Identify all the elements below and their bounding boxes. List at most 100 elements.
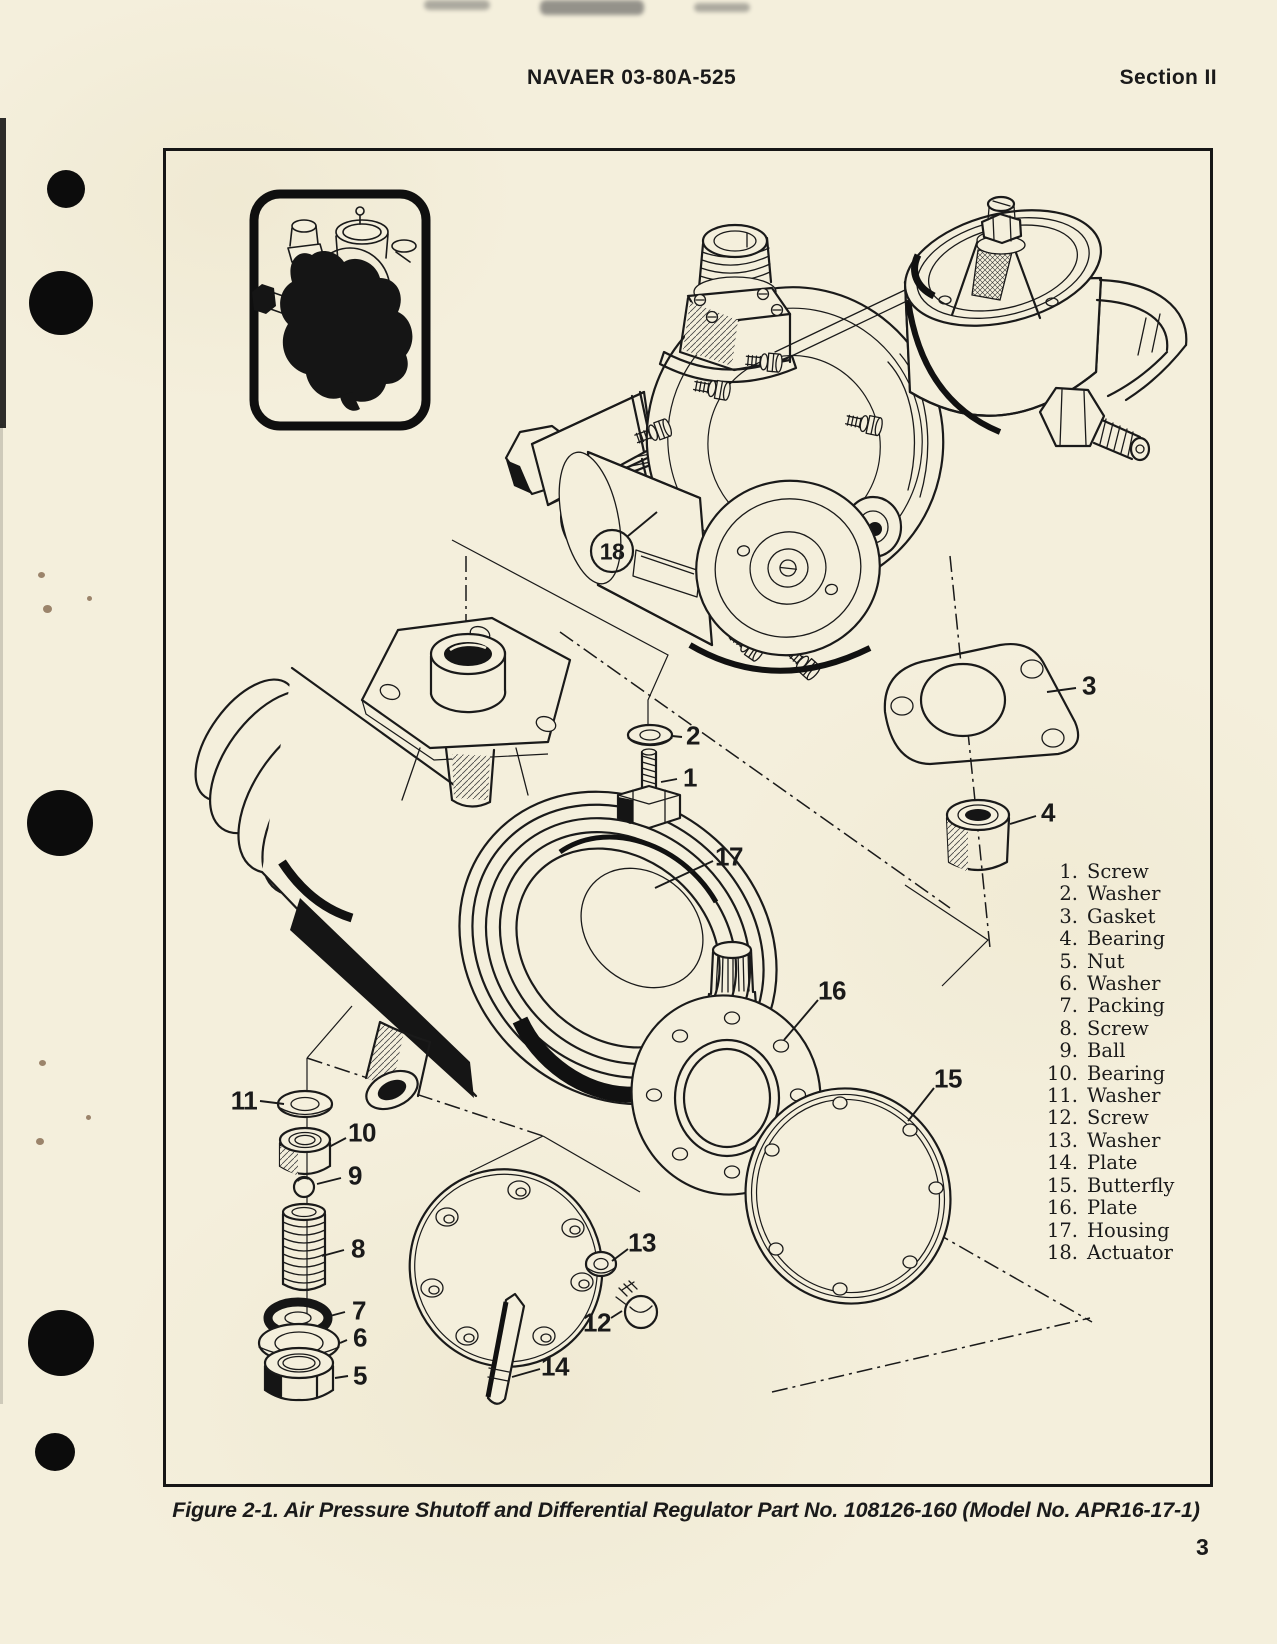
figure-caption: Figure 2-1. Air Pressure Shutoff and Dif…: [172, 1498, 1200, 1522]
document-number: NAVAER 03-80A-525: [527, 66, 737, 89]
binding-hole: [35, 1433, 75, 1471]
callout-18: 18: [599, 538, 625, 565]
part-name: Screw: [1087, 860, 1149, 883]
callout-2: 2: [686, 720, 700, 751]
bearing-4: [945, 798, 1011, 872]
paper-speck: [43, 605, 52, 613]
parts-legend-row: 14. Plate: [1042, 1151, 1174, 1175]
part-number: 13.: [1046, 1128, 1078, 1152]
parts-legend-row: 15. Butterfly: [1042, 1173, 1175, 1197]
part-number: 2.: [1059, 882, 1078, 906]
washer-13-screw-12: [584, 1250, 659, 1330]
small-parts-column: [257, 1089, 341, 1402]
part-number: 17.: [1046, 1218, 1078, 1242]
parts-legend-row: 12. Screw: [1042, 1106, 1174, 1130]
screw-1-washer-2: [616, 723, 682, 830]
part-name: Housing: [1087, 1218, 1170, 1242]
part-number: 10.: [1046, 1061, 1078, 1085]
phantom-lines: [306, 539, 1093, 1393]
part-number: 6.: [1059, 972, 1078, 996]
housing-part: [194, 616, 778, 1111]
callout-7: 7: [352, 1295, 366, 1326]
callout-leaders: [259, 511, 1077, 1379]
parts-legend-row: 3. Gasket: [1042, 904, 1174, 928]
callout-5: 5: [353, 1360, 367, 1391]
parts-legend-row: 18. Actuator: [1042, 1240, 1174, 1264]
callout-6: 6: [353, 1322, 367, 1353]
paper-speck: [87, 596, 92, 601]
binding-hole: [47, 170, 85, 208]
callout-14: 14: [541, 1351, 569, 1382]
part-number: 16.: [1046, 1196, 1078, 1220]
actuator-assembly: [504, 195, 1188, 683]
part-name: Actuator: [1087, 1240, 1173, 1264]
part-name: Butterfly: [1087, 1173, 1175, 1197]
part-number: 5.: [1059, 949, 1078, 973]
part-name: Washer: [1087, 1128, 1161, 1152]
part-name: Bearing: [1087, 1061, 1166, 1085]
parts-legend-row: 17. Housing: [1042, 1218, 1174, 1242]
part-name: Plate: [1087, 1151, 1138, 1175]
part-number: 7.: [1059, 994, 1078, 1018]
thumbnail-inset: [249, 189, 431, 431]
callout-17: 17: [715, 841, 743, 872]
callout-8: 8: [351, 1233, 365, 1264]
part-name: Nut: [1087, 949, 1125, 973]
part-name: Screw: [1087, 1106, 1149, 1130]
callout-10: 10: [348, 1117, 376, 1148]
part-number: 14.: [1046, 1151, 1078, 1175]
part-name: Washer: [1087, 882, 1161, 906]
parts-legend-row: 2. Washer: [1042, 882, 1174, 906]
part-name: Plate: [1087, 1196, 1138, 1220]
callout-3: 3: [1082, 670, 1096, 701]
parts-legend-row: 4. Bearing: [1042, 927, 1174, 951]
part-name: Packing: [1087, 994, 1165, 1018]
plate-14: [408, 1168, 604, 1405]
part-number: 12.: [1046, 1106, 1078, 1130]
scan-smudge: [424, 0, 490, 10]
part-number: 4.: [1059, 927, 1078, 951]
page-number: 3: [1196, 1534, 1209, 1560]
scan-edge-shadow: [0, 118, 6, 428]
parts-legend-row: 7. Packing: [1042, 994, 1174, 1018]
parts-legend-row: 13. Washer: [1042, 1128, 1174, 1152]
part-number: 15.: [1046, 1173, 1078, 1197]
figure-frame: [163, 148, 1213, 1487]
callout-12: 12: [583, 1307, 611, 1338]
part-number: 1.: [1059, 860, 1078, 883]
parts-legend-row: 6. Washer: [1042, 972, 1174, 996]
callout-1: 1: [683, 762, 697, 793]
part-number: 18.: [1046, 1240, 1078, 1264]
scan-smudge: [540, 0, 644, 15]
part-name: Gasket: [1087, 904, 1156, 928]
part-name: Washer: [1087, 1084, 1161, 1108]
part-number: 8.: [1059, 1016, 1078, 1040]
callout-13: 13: [628, 1227, 656, 1258]
parts-legend-row: 9. Ball: [1042, 1039, 1174, 1063]
paper-speck: [36, 1138, 44, 1145]
gasket-3: [883, 643, 1080, 766]
callout-9: 9: [348, 1160, 362, 1191]
parts-legend-row: 1. Screw: [1042, 860, 1174, 883]
scan-edge-shadow-light: [0, 424, 3, 1404]
section-label: Section II: [1119, 66, 1217, 89]
callout-4: 4: [1041, 797, 1055, 828]
part-number: 11.: [1046, 1084, 1078, 1108]
parts-legend-row: 16. Plate: [1042, 1196, 1174, 1220]
binding-hole: [27, 790, 93, 856]
butterfly-15: [744, 1087, 952, 1305]
part-number: 9.: [1059, 1039, 1078, 1063]
paper-speck: [86, 1115, 91, 1120]
binding-hole: [28, 1310, 94, 1376]
parts-legend: 1. Screw 2. Washer 3. Gasket 4. Bearing …: [1042, 860, 1175, 1264]
paper-speck: [38, 572, 45, 578]
plate-16: [630, 940, 822, 1196]
callout-16: 16: [818, 975, 846, 1006]
parts-legend-row: 10. Bearing: [1042, 1061, 1174, 1085]
part-name: Ball: [1087, 1039, 1126, 1063]
scan-smudge: [694, 3, 750, 12]
part-name: Washer: [1087, 972, 1161, 996]
parts-legend-row: 5. Nut: [1042, 949, 1174, 973]
parts-legend-row: 8. Screw: [1042, 1016, 1174, 1040]
